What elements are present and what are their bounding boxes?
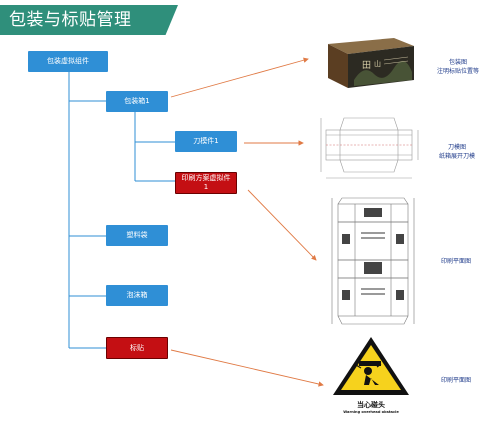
node-foam-label: 泡沫箱 (126, 291, 148, 299)
caption-print2: 印刷平面图 (440, 377, 471, 384)
caption-box-line1: 包装图 (448, 59, 467, 66)
warning-sign-text-cn: 当心碰头 (357, 401, 385, 409)
page-title: 包装与标贴管理 (9, 10, 132, 30)
print-layout-image (331, 197, 415, 325)
node-label[interactable]: 标贴 (106, 337, 168, 359)
node-box1-label: 包装箱1 (124, 97, 150, 105)
svg-text:田: 田 (362, 60, 371, 71)
die-cut-drawing-image (320, 117, 419, 179)
node-print1[interactable]: 印刷方案虚拟件1 (175, 172, 237, 194)
warning-sign-text-en: Warning overhead obstacle (343, 410, 399, 414)
svg-text:山: 山 (374, 59, 381, 68)
caption-box: 包装图 注明标贴位置等 (430, 58, 486, 76)
node-foam[interactable]: 泡沫箱 (106, 285, 168, 306)
warning-sign: 当心碰头 Warning overhead obstacle (331, 335, 411, 415)
node-root[interactable]: 包装虚拟组件 (28, 51, 108, 72)
packaging-box-image: 田 山 (328, 38, 414, 88)
caption-box-line2: 注明标贴位置等 (436, 68, 479, 75)
node-die1[interactable]: 刀模件1 (175, 131, 237, 152)
node-plastic[interactable]: 塑料袋 (106, 225, 168, 246)
caption-print1: 印刷平面图 (440, 258, 471, 265)
node-box1[interactable]: 包装箱1 (106, 91, 168, 112)
node-root-label: 包装虚拟组件 (47, 57, 89, 65)
caption-die-line2: 纸箱展开刀模 (438, 153, 475, 160)
caption-die: 刀模图 纸箱展开刀模 (432, 143, 482, 161)
arrow-to-print-image (247, 189, 317, 261)
warning-triangle-icon (333, 337, 409, 395)
arrow-to-box-image (170, 57, 309, 98)
title-banner: 包装与标贴管理 (0, 5, 178, 35)
arrow-to-sign-image (170, 349, 324, 387)
node-die1-label: 刀模件1 (193, 137, 219, 145)
caption-die-line1: 刀模图 (447, 144, 466, 151)
node-plastic-label: 塑料袋 (126, 231, 148, 239)
node-print1-label: 印刷方案虚拟件1 (181, 174, 231, 191)
node-label-label: 标贴 (130, 343, 144, 352)
